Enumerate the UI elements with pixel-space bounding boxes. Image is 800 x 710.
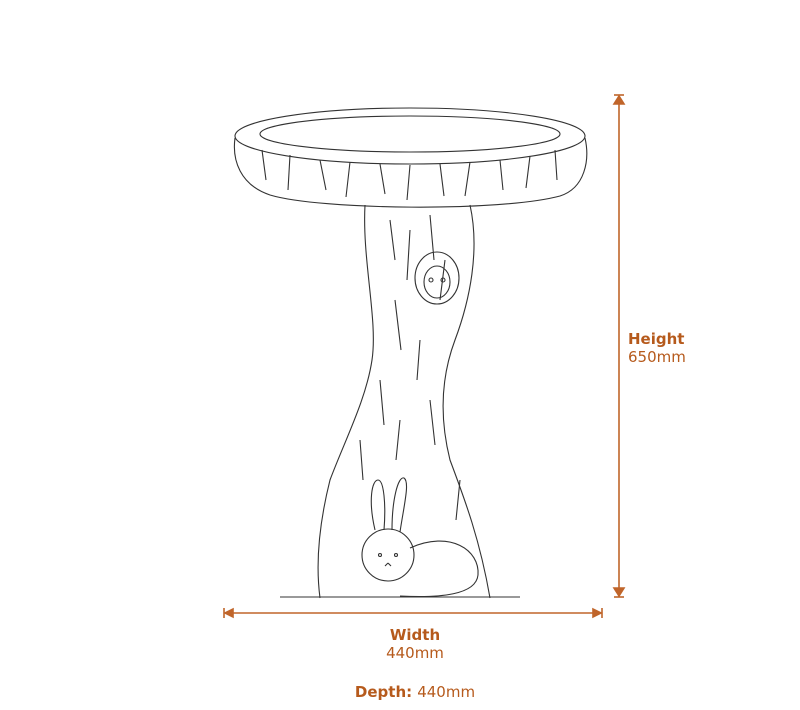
- depth-value: 440mm: [417, 683, 476, 701]
- height-value: 650mm: [628, 348, 686, 366]
- depth-label: Depth:: [354, 683, 413, 701]
- height-label: Height: [628, 330, 685, 348]
- height-annotation: Height 650mm: [628, 330, 686, 366]
- width-label: Width: [389, 626, 441, 644]
- width-value: 440mm: [386, 644, 444, 662]
- depth-annotation: Depth: 440mm: [0, 682, 800, 701]
- width-annotation: Width 440mm: [0, 626, 800, 662]
